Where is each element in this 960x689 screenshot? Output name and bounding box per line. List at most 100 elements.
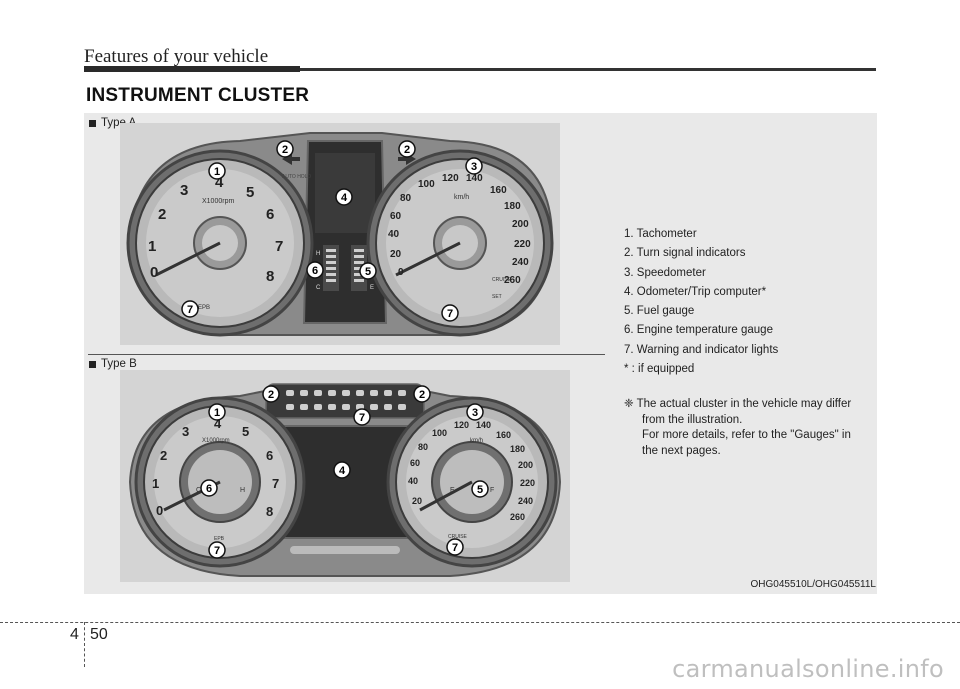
svg-text:7: 7 <box>272 476 279 491</box>
svg-text:240: 240 <box>512 257 529 268</box>
svg-text:60: 60 <box>390 211 402 222</box>
svg-text:2: 2 <box>282 144 288 156</box>
fuel-e-label: E <box>370 285 374 291</box>
type-b-label: Type B <box>89 358 137 370</box>
auto-hold-label: AUTO HOLD <box>282 174 311 180</box>
svg-text:260: 260 <box>510 512 525 522</box>
svg-text:4: 4 <box>341 192 348 204</box>
legend-item: * : if equipped <box>624 363 695 376</box>
legend-item: 1. Tachometer <box>624 228 697 240</box>
svg-text:0: 0 <box>156 503 163 518</box>
svg-text:1: 1 <box>214 407 220 419</box>
svg-text:100: 100 <box>432 428 447 438</box>
bullet-square-icon <box>89 360 96 368</box>
svg-text:1: 1 <box>148 238 156 255</box>
legend-item: 7. Warning and indicator lights <box>624 343 779 356</box>
svg-text:3: 3 <box>180 182 188 199</box>
tach-unit-label: X1000rpm <box>202 438 230 444</box>
set-label: SET <box>492 294 502 300</box>
svg-text:160: 160 <box>496 430 511 440</box>
note-line: the next pages. <box>642 444 721 457</box>
svg-text:5: 5 <box>477 484 483 496</box>
epb-label: EPB <box>198 305 210 311</box>
svg-text:160: 160 <box>490 185 507 196</box>
cruise-label: CRUISE <box>492 277 512 283</box>
note-line: from the illustration. <box>642 413 743 426</box>
svg-text:8: 8 <box>266 504 273 519</box>
svg-text:5: 5 <box>365 266 371 278</box>
type-divider <box>88 354 605 355</box>
indicator-strip <box>265 383 425 419</box>
svg-text:4: 4 <box>215 174 224 191</box>
legend-list: 1. Tachometer 2. Turn signal indicators … <box>624 225 778 379</box>
note-line: For more details, refer to the "Gauges" … <box>642 429 851 441</box>
section-title: INSTRUMENT CLUSTER <box>86 85 310 106</box>
svg-text:2: 2 <box>158 206 166 223</box>
type-b-text: Type B <box>101 358 137 370</box>
svg-text:60: 60 <box>410 458 420 468</box>
svg-text:6: 6 <box>266 448 273 463</box>
page-number: 50 <box>90 626 108 643</box>
bullet-square-icon <box>89 119 96 127</box>
svg-text:4: 4 <box>339 465 346 477</box>
svg-text:200: 200 <box>518 460 533 470</box>
svg-text:7: 7 <box>359 412 365 424</box>
svg-text:3: 3 <box>472 407 478 419</box>
footer-vertical-rule <box>84 622 85 667</box>
svg-text:120: 120 <box>442 173 459 184</box>
svg-text:40: 40 <box>408 476 418 486</box>
note-line: The actual cluster in the vehicle may di… <box>636 398 852 410</box>
header-rule-accent <box>84 66 300 72</box>
temp-h-label: H <box>240 487 245 494</box>
footer-rule <box>0 622 960 623</box>
svg-text:7: 7 <box>214 545 220 557</box>
svg-text:140: 140 <box>466 173 483 184</box>
svg-text:6: 6 <box>266 206 274 223</box>
right-turn-signal-icon <box>398 153 416 165</box>
svg-text:180: 180 <box>510 444 525 454</box>
svg-text:6: 6 <box>206 483 212 495</box>
svg-text:5: 5 <box>242 424 249 439</box>
svg-text:5: 5 <box>246 184 254 201</box>
svg-text:260: 260 <box>504 275 521 286</box>
svg-text:120: 120 <box>454 420 469 430</box>
svg-text:7: 7 <box>187 304 193 316</box>
svg-text:20: 20 <box>412 496 422 506</box>
speed-unit-label: km/h <box>454 194 469 201</box>
svg-text:100: 100 <box>418 179 435 190</box>
svg-text:1: 1 <box>152 476 159 491</box>
svg-text:8: 8 <box>266 268 274 285</box>
legend-item: 5. Fuel gauge <box>624 305 695 318</box>
temp-c-label: C <box>316 285 321 291</box>
svg-text:180: 180 <box>504 201 521 212</box>
svg-text:80: 80 <box>400 193 412 204</box>
svg-text:3: 3 <box>471 161 477 173</box>
svg-text:2: 2 <box>404 144 410 156</box>
svg-text:40: 40 <box>388 229 400 240</box>
epb-label: EPB <box>214 536 225 542</box>
svg-text:7: 7 <box>447 308 453 320</box>
svg-text:2: 2 <box>160 448 167 463</box>
legend-item: 6. Engine temperature gauge <box>624 324 773 337</box>
svg-text:6: 6 <box>312 265 318 277</box>
temp-h-label: H <box>316 251 320 257</box>
warning-lights-row <box>286 390 406 410</box>
temp-c-label: C <box>196 487 201 494</box>
temp-fuel-bars: H C F E <box>316 245 374 291</box>
svg-text:2: 2 <box>268 389 274 401</box>
legend-item: 4. Odometer/Trip computer* <box>624 285 767 298</box>
svg-text:4: 4 <box>214 416 222 431</box>
svg-text:140: 140 <box>476 420 491 430</box>
svg-text:80: 80 <box>418 442 428 452</box>
legend-item: 2. Turn signal indicators <box>624 247 746 260</box>
legend-item: 3. Speedometer <box>624 266 706 279</box>
fuel-e-label: E <box>450 487 455 494</box>
svg-text:240: 240 <box>518 496 533 506</box>
note-symbol-icon: ❈ <box>624 398 634 410</box>
svg-text:2: 2 <box>419 389 425 401</box>
running-header: Features of your vehicle <box>84 46 269 67</box>
